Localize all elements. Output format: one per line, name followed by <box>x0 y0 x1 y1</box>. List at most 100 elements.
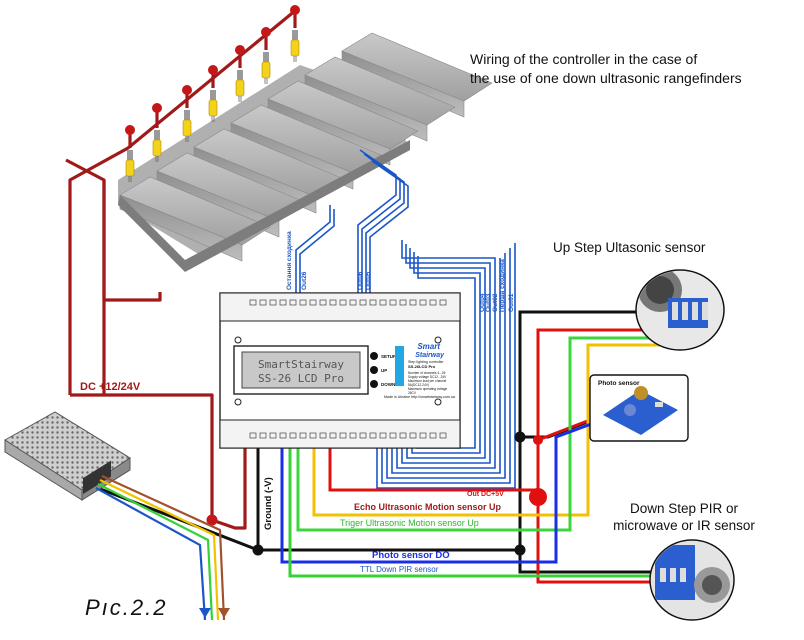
terminal-screw <box>299 432 307 439</box>
label-last-step: Остання сходинка <box>286 231 293 290</box>
terminal-screw <box>309 432 317 439</box>
ultrasonic-sensor-icon <box>635 269 725 351</box>
dc-supply-label: DC +12/24V <box>80 381 141 393</box>
terminal-screw <box>409 432 417 439</box>
photo-wire <box>280 418 603 564</box>
photo-sensor-title: Photo sensor <box>598 380 640 387</box>
terminal-screw <box>319 299 327 306</box>
led-lamps <box>125 30 300 182</box>
lamp-node <box>152 103 162 113</box>
terminal-screw <box>289 432 297 439</box>
junction-node <box>514 544 526 556</box>
down-sensor-label-2: microwave or IR sensor <box>613 518 755 533</box>
spec-line: Supply voltage DC12...24V <box>408 375 447 379</box>
spec-line: Maximum operating voltage <box>408 387 447 391</box>
spec-line: Number of channels 4...26 <box>408 371 446 375</box>
terminal-screw <box>289 299 297 306</box>
terminal-screw <box>369 432 377 439</box>
blue-strip <box>395 346 404 386</box>
lamp-node <box>290 5 300 15</box>
terminal-screw <box>339 432 347 439</box>
junction-node <box>533 435 543 445</box>
photo-label: Photo sensor DO <box>372 550 450 561</box>
label-out02: Out02 <box>492 293 499 312</box>
out-dc-label: Out DC+5V <box>467 491 504 498</box>
model-caption2: SS-26LCD Pro <box>408 364 436 369</box>
terminal-screw <box>419 299 427 306</box>
spec-line: Maximum load per channel <box>408 379 447 383</box>
lamp-node <box>125 125 135 135</box>
screw <box>234 336 242 344</box>
lamp-node <box>235 45 245 55</box>
spec-line: 5A(DC12-24V) <box>408 383 429 387</box>
psu-cables <box>95 474 226 621</box>
terminal-screw <box>269 432 277 439</box>
terminal-screw <box>299 299 307 306</box>
terminal-screw <box>389 299 397 306</box>
terminal-screw <box>399 432 407 439</box>
terminal-screw <box>359 299 367 306</box>
terminal-screw <box>409 299 417 306</box>
label-first-step: Перша сходинка <box>499 259 506 312</box>
junction-node <box>252 544 264 556</box>
terminal-screw <box>259 432 267 439</box>
lcd-line2: SS-26 LCD Pro <box>258 372 344 385</box>
terminal-screw <box>249 432 257 439</box>
led-lamp-icon <box>290 30 300 62</box>
led-lamp-icon <box>125 150 135 182</box>
led-lamp-icon <box>235 70 245 102</box>
label-out05: Out05 <box>365 271 372 290</box>
made-in: Made in Ukraine http://smartstairway.com… <box>384 395 455 399</box>
terminal-screw <box>279 432 287 439</box>
terminal-screw <box>379 432 387 439</box>
terminal-screw <box>319 432 327 439</box>
down-label: DOWN <box>381 382 395 387</box>
lcd-line1: SmartStairway <box>258 358 344 371</box>
down-sensor-label-1: Down Step PIR or <box>630 501 739 516</box>
lamp-node <box>261 27 271 37</box>
led-lamp-icon <box>208 90 218 122</box>
echo-label: Echo Ultrasonic Motion sensor Up <box>354 502 502 512</box>
ground-label: Ground (-V) <box>263 477 274 530</box>
terminal-screw <box>399 299 407 306</box>
brand-line2: Stairway <box>415 352 445 359</box>
terminal-screw <box>259 299 267 306</box>
staircase <box>118 32 493 272</box>
dc5v-wire <box>328 328 690 584</box>
junction-node <box>514 431 526 443</box>
screw <box>434 336 442 344</box>
terminal-screw <box>439 432 447 439</box>
up-button <box>370 366 378 374</box>
terminal-screw <box>429 299 437 306</box>
terminal-screw <box>329 299 337 306</box>
terminal-screw <box>349 299 357 306</box>
terminal-screw <box>309 299 317 306</box>
label-out06: Out06 <box>357 271 364 290</box>
led-lamp-icon <box>182 110 192 142</box>
pir-sensor-icon <box>649 539 735 621</box>
lamp-node <box>182 85 192 95</box>
label-out03: Out03 <box>485 293 492 312</box>
terminal-screw <box>359 432 367 439</box>
up-sensor-label: Up Step Ultasonic sensor <box>553 240 706 255</box>
terminal-screw <box>369 299 377 306</box>
terminal-screw <box>269 299 277 306</box>
setup-button <box>370 352 378 360</box>
arrow-down-icon <box>218 608 230 618</box>
label-out01: Out01 <box>508 293 515 312</box>
model-caption1: Step lighting controller <box>408 360 444 364</box>
terminal-screw <box>279 299 287 306</box>
led-lamp-icon <box>152 130 162 162</box>
supply-wire <box>65 8 298 530</box>
trig-label: Triger Ultrasonic Motion sensor Up <box>340 518 479 528</box>
terminal-screw <box>429 432 437 439</box>
terminal-screw <box>329 432 337 439</box>
photo-sensor-icon: Photo sensor <box>589 374 689 442</box>
ttl-label: TTL Down PIR sensor <box>360 565 439 574</box>
terminal-screw <box>389 432 397 439</box>
terminal-screw <box>419 432 427 439</box>
junction-node <box>206 514 218 526</box>
title-line2: the use of one down ultrasonic rangefind… <box>470 70 742 86</box>
screw <box>234 398 242 406</box>
